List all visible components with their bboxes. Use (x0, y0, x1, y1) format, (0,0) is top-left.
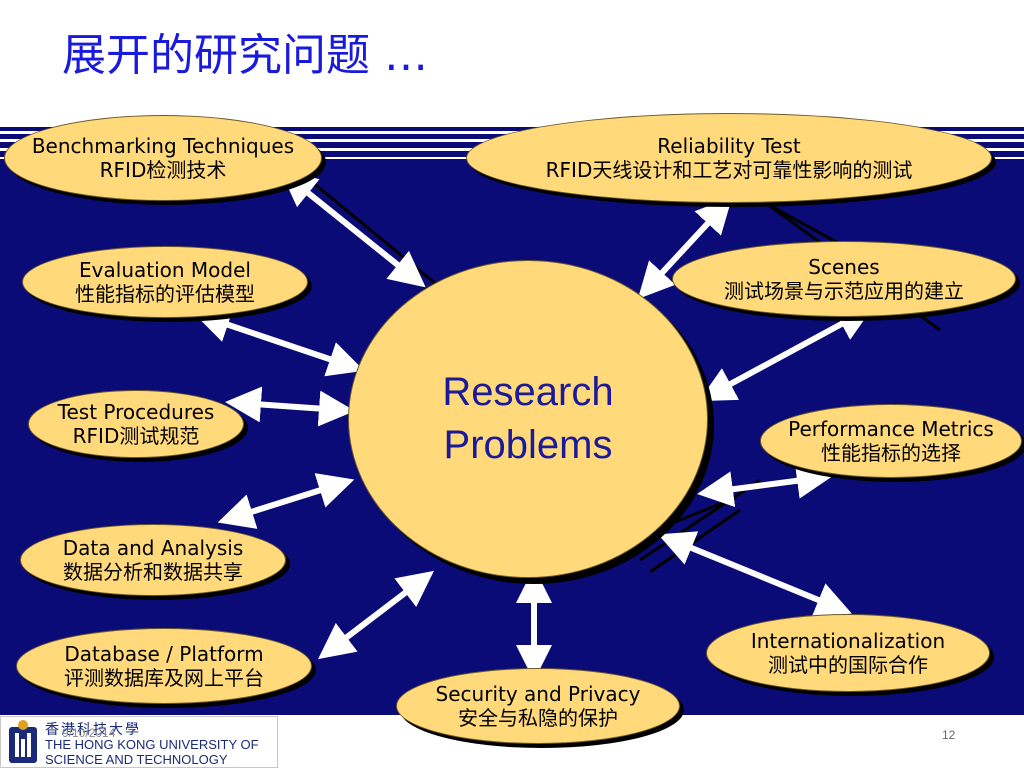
node-data-analysis-en: Data and Analysis (62, 536, 244, 560)
node-test-procedures-cn: RFID测试规范 (72, 424, 200, 448)
node-database-cn: 评测数据库及网上平台 (64, 666, 264, 690)
node-evaluation: Evaluation Model 性能指标的评估模型 (22, 246, 308, 318)
logo-chinese-name: 香港科技大學 (45, 722, 141, 738)
node-security-cn: 安全与私隐的保护 (458, 706, 618, 730)
arrow-evaluation (193, 307, 365, 377)
arrow-internationalization (658, 531, 852, 617)
center-line-2: Problems (443, 423, 613, 467)
node-scenes-en: Scenes (808, 255, 880, 279)
node-benchmarking: Benchmarking Techniques RFID检测技术 (4, 115, 322, 201)
arrow-test-procedures (225, 386, 355, 427)
slide-date: 9/10/2014 (62, 726, 116, 740)
node-performance: Performance Metrics 性能指标的选择 (760, 404, 1022, 478)
university-emblem-icon (9, 720, 37, 763)
node-reliability: Reliability Test RFID天线设计和工艺对可靠性影响的测试 (466, 113, 992, 203)
node-scenes-cn: 测试场景与示范应用的建立 (724, 279, 964, 303)
node-test-procedures: Test Procedures RFID测试规范 (28, 390, 244, 458)
node-data-analysis-cn: 数据分析和数据共享 (63, 560, 243, 584)
node-scenes: Scenes 测试场景与示范应用的建立 (672, 241, 1016, 317)
node-internationalization-en: Internationalization (750, 629, 946, 653)
node-benchmarking-cn: RFID检测技术 (99, 158, 227, 182)
node-database-en: Database / Platform (64, 642, 264, 666)
node-performance-cn: 性能指标的选择 (821, 441, 961, 465)
node-reliability-cn: RFID天线设计和工艺对可靠性影响的测试 (545, 158, 913, 182)
center-line-1: Research (442, 370, 614, 415)
slide-page-number: 12 (942, 728, 956, 742)
arrow-scenes (698, 306, 874, 402)
node-security-en: Security and Privacy (435, 682, 641, 706)
center-research-problems: Research Problems (348, 260, 708, 578)
node-reliability-en: Reliability Test (657, 134, 801, 158)
university-logo: 香港科技大學 THE HONG KONG UNIVERSITY OF SCIEN… (0, 716, 278, 768)
logo-english-name-2: SCIENCE AND TECHNOLOGY (45, 752, 228, 767)
node-evaluation-cn: 性能指标的评估模型 (75, 282, 255, 306)
arrow-database (318, 570, 434, 660)
node-database: Database / Platform 评测数据库及网上平台 (16, 628, 312, 704)
node-benchmarking-en: Benchmarking Techniques (31, 134, 295, 158)
arrow-reliability (637, 196, 733, 300)
node-evaluation-en: Evaluation Model (79, 258, 251, 282)
arrow-data-analysis (217, 473, 355, 529)
node-internationalization: Internationalization 测试中的国际合作 (706, 614, 990, 692)
node-data-analysis: Data and Analysis 数据分析和数据共享 (20, 524, 286, 596)
node-security: Security and Privacy 安全与私隐的保护 (396, 668, 680, 744)
logo-english-name-1: THE HONG KONG UNIVERSITY OF (45, 737, 259, 752)
node-performance-en: Performance Metrics (788, 417, 994, 441)
node-internationalization-cn: 测试中的国际合作 (768, 653, 928, 677)
arrow-performance (697, 462, 833, 508)
slide-title: 展开的研究问题 … (62, 30, 428, 81)
node-test-procedures-en: Test Procedures (57, 400, 215, 424)
arrow-benchmarking (280, 170, 426, 288)
